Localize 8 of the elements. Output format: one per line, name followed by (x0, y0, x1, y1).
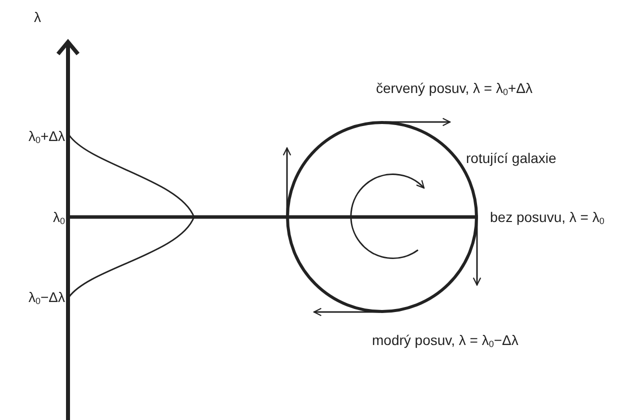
tick-label: λ$_{0}$ (52, 209, 65, 225)
annotation-text: bez posuvu, λ = λ$_{0}$ (490, 209, 604, 225)
annotation-text: červený posuv, λ = λ$_{0}$+Δλ (376, 80, 533, 96)
axis-label: λ (34, 9, 41, 25)
annotation-text: modrý posuv, λ = λ$_{0}$−Δλ (372, 332, 518, 348)
tick-label: λ$_{0}$−Δλ (28, 289, 65, 305)
node-caption: rotující galaxie (466, 150, 556, 166)
tick-label: λ$_{0}$+Δλ (28, 128, 65, 144)
